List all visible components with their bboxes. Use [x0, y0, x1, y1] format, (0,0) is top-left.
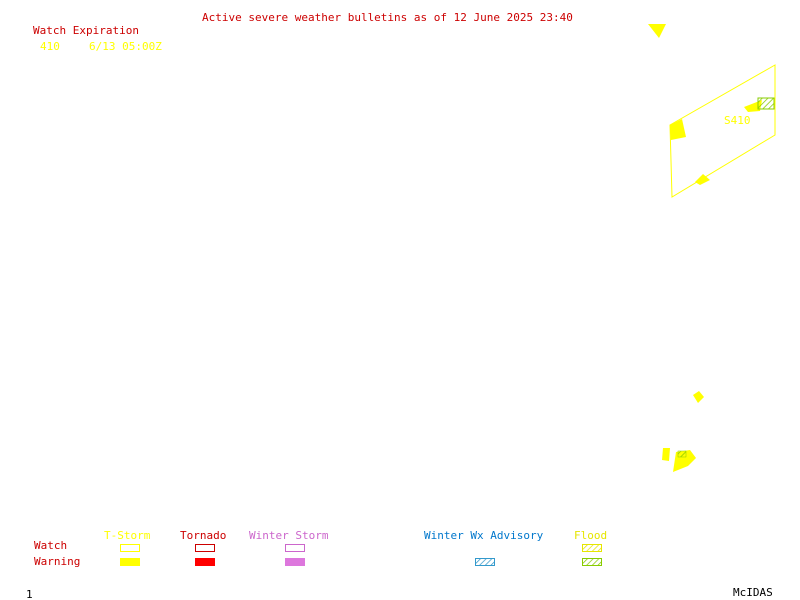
legend-flood-label: Flood [574, 529, 608, 542]
watch-number: 410 [40, 40, 60, 53]
legend-winter-wx-swatch [475, 558, 495, 566]
tstorm-warning-polygon [695, 174, 710, 185]
frame-number: 1 [26, 588, 33, 600]
legend-tstorm-label: T-Storm [104, 529, 151, 542]
mcidas-brand: McIDAS [733, 586, 773, 599]
legend-winter-storm-warning-swatch [285, 558, 305, 566]
legend-row-warning: Warning [34, 555, 81, 568]
watch-410-outline [669, 64, 776, 198]
legend-tornado-watch-swatch [195, 544, 215, 552]
tstorm-warning-polygon [662, 448, 670, 461]
tstorm-warning-polygon [670, 119, 686, 140]
legend-tstorm-warning-swatch [120, 558, 140, 566]
tstorm-warning-polygon [648, 24, 666, 38]
watch-410-label: S410 [724, 114, 751, 127]
watch-expiration-time: 6/13 05:00Z [89, 40, 162, 53]
flood-warning-polygon [757, 97, 775, 110]
watch-expiration-heading: Watch Expiration [33, 24, 139, 37]
legend-tornado-warning-swatch [195, 558, 215, 566]
legend-tstorm-watch-swatch [120, 544, 140, 552]
tstorm-warning-polygon [693, 391, 704, 403]
legend-flood-watch-swatch [582, 544, 602, 552]
legend-winter-storm-watch-swatch [285, 544, 305, 552]
legend-winter-storm-label: Winter Storm [249, 529, 329, 542]
flood-warning-polygon [677, 450, 687, 458]
legend-winter-wx-label: Winter Wx Advisory [424, 529, 544, 542]
legend-row-watch: Watch [34, 539, 68, 552]
legend-tornado-label: Tornado [180, 529, 227, 542]
bulletin-title: Active severe weather bulletins as of 12… [202, 11, 573, 24]
legend-flood-warning-swatch [582, 558, 602, 566]
